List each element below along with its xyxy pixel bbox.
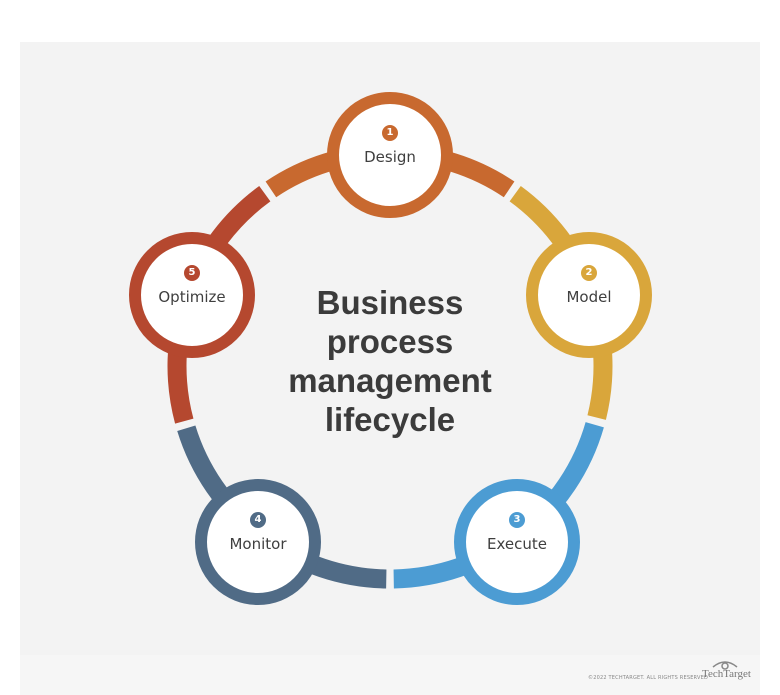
node-design (327, 92, 453, 218)
node-monitor (195, 479, 321, 605)
step-number-badge: 3 (509, 512, 525, 528)
node-label: Execute (487, 535, 547, 553)
node-label: Design (364, 148, 416, 166)
node-model (526, 232, 652, 358)
step-number-badge: 2 (581, 265, 597, 281)
step-number-badge: 1 (382, 125, 398, 141)
step-number-badge: 4 (250, 512, 266, 528)
node-optimize (129, 232, 255, 358)
title-line: process (326, 323, 454, 360)
copyright-text: ©2022 TECHTARGET. ALL RIGHTS RESERVED (588, 675, 708, 681)
eye-icon (712, 661, 738, 670)
title-line: Business (316, 284, 464, 321)
node-label: Model (566, 288, 612, 306)
footer-background (20, 655, 760, 695)
diagram-title: Business process management lifecycle (240, 283, 540, 439)
step-number-badge: 5 (184, 265, 200, 281)
logo-text: TechTarget (702, 668, 751, 680)
title-line: management (288, 362, 492, 399)
node-execute (454, 479, 580, 605)
techtarget-logo: TechTarget (702, 661, 751, 680)
node-label: Optimize (158, 288, 226, 306)
title-line: lifecycle (324, 401, 456, 438)
node-label: Monitor (229, 535, 287, 553)
